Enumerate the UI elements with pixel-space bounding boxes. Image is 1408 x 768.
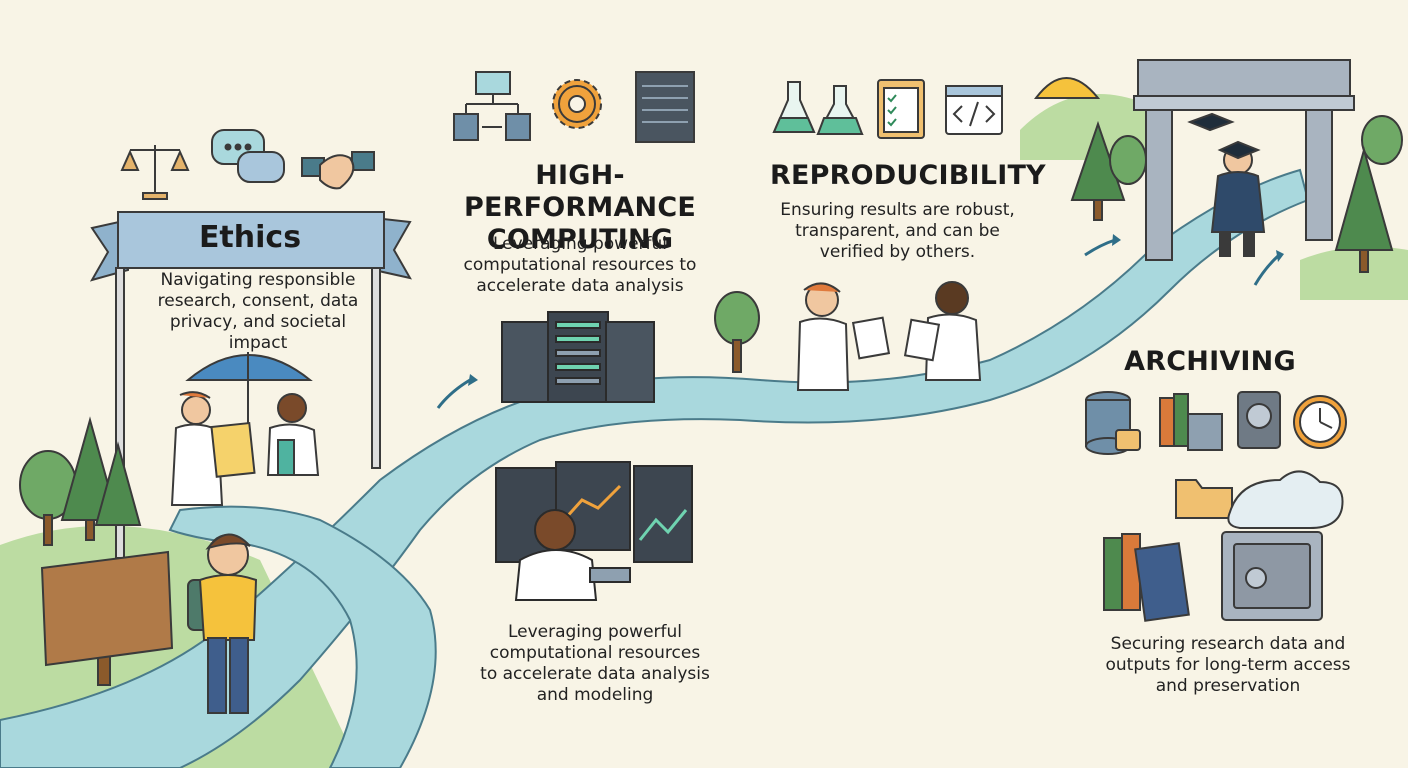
winding-path xyxy=(0,168,1310,768)
code-window-icon xyxy=(945,85,1003,135)
reproducibility-title: REPRODUCIBILITY xyxy=(770,160,1046,191)
right-grass xyxy=(1300,246,1408,300)
speech-bubbles-icon xyxy=(211,129,285,183)
workstation-monitors xyxy=(495,461,693,601)
archive-scene xyxy=(1103,470,1344,622)
graduation-gate xyxy=(1133,59,1355,261)
arrow-2-head xyxy=(1112,234,1121,246)
flask-icon-1 xyxy=(772,81,816,133)
hpc-detail: Leveraging powerful computational resour… xyxy=(480,622,710,705)
wooden-sign xyxy=(40,550,174,686)
ethics-ribbon xyxy=(89,211,412,282)
ethics-description: Navigating responsible research, consent… xyxy=(157,270,359,353)
arrow-1 xyxy=(436,378,471,409)
server-rack-icon xyxy=(635,71,695,143)
flask-icon-2 xyxy=(816,85,864,135)
archiving-title: ARCHIVING xyxy=(1124,346,1296,377)
server-cluster xyxy=(501,311,655,403)
hpc-description: Leveraging powerful computational resour… xyxy=(463,234,697,296)
arrow-3-head xyxy=(1276,250,1284,262)
books-drives-icon xyxy=(1159,393,1223,451)
archiving-description: Securing research data and outputs for l… xyxy=(1105,634,1351,696)
gear-icon xyxy=(552,79,602,129)
handshake-icon xyxy=(301,151,375,190)
ethics-post-right xyxy=(371,267,381,469)
checklist-icon xyxy=(877,79,925,139)
tree-middle xyxy=(714,291,760,373)
reproducibility-description: Ensuring results are robust, transparent… xyxy=(780,200,1015,262)
umbrella-scientists xyxy=(170,352,320,506)
database-lock-icon xyxy=(1085,391,1141,455)
trees-right xyxy=(1070,115,1403,273)
arrow-3 xyxy=(1253,254,1280,286)
arrow-2 xyxy=(1084,238,1116,257)
network-diagram-icon xyxy=(453,71,531,141)
hard-drive-icon xyxy=(1237,391,1281,449)
clock-icon xyxy=(1293,395,1347,449)
arrow-1-head xyxy=(468,374,478,386)
scale-icon xyxy=(120,145,190,200)
ethics-title: Ethics xyxy=(198,220,302,255)
graduate-figure xyxy=(1187,112,1266,257)
reproducibility-scientists xyxy=(796,281,982,391)
student-figure xyxy=(187,533,258,714)
sun xyxy=(1033,77,1101,99)
hpc-title: HIGH-PERFORMANCE COMPUTING xyxy=(463,160,697,255)
tree-left xyxy=(19,416,142,546)
